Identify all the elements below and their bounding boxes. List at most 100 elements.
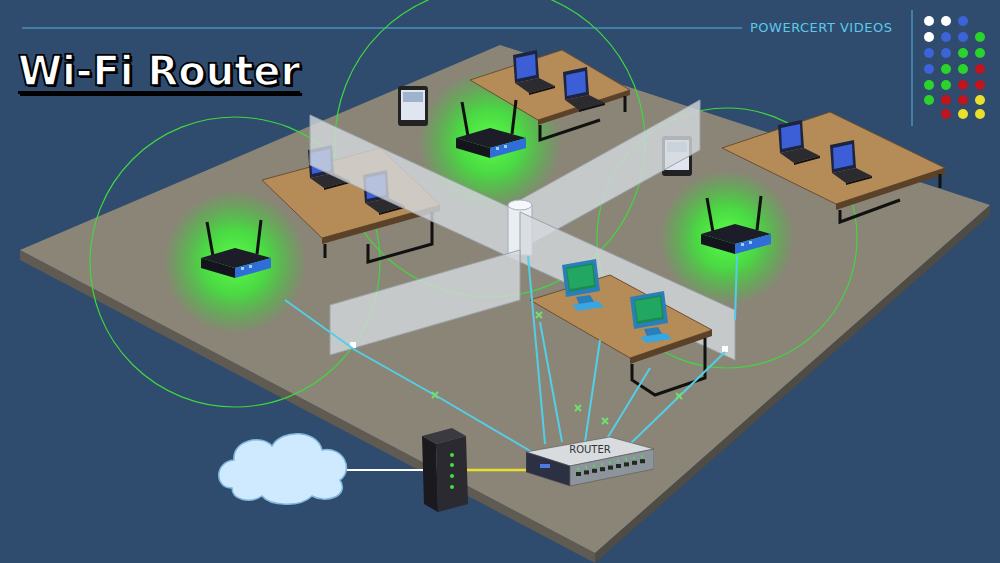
illustration-part [630, 330, 712, 364]
device-label: ROUTER [569, 444, 611, 455]
illustration-part [641, 455, 643, 457]
illustration-part [602, 418, 608, 424]
illustration-part [958, 16, 968, 26]
illustration-part [924, 48, 934, 58]
illustration-part [577, 468, 579, 470]
illustration-part [600, 467, 605, 471]
wifi-router [701, 196, 771, 254]
illustration-part [450, 474, 454, 478]
tablet [398, 86, 428, 126]
illustration-part [941, 48, 951, 58]
internet-cloud [219, 434, 347, 505]
illustration-part [975, 80, 985, 90]
illustration-part [722, 112, 945, 204]
illustration-part [20, 45, 990, 553]
illustration-part [436, 436, 468, 512]
illustration-part [630, 291, 672, 343]
illustration-part [958, 64, 968, 74]
illustration-part [924, 80, 934, 90]
illustration-part [585, 466, 587, 468]
illustration-part [540, 322, 562, 442]
desk [470, 50, 630, 140]
modem-cable [466, 469, 532, 472]
illustration-part [941, 109, 951, 119]
illustration-part [325, 212, 432, 262]
illustration-part [958, 48, 968, 58]
desk [530, 259, 712, 395]
illustration-part [958, 32, 968, 42]
illustration-part [562, 259, 604, 311]
illustration-part [530, 275, 712, 358]
wifi-router [456, 100, 526, 158]
illustration-part [924, 95, 934, 105]
illustration-part [640, 459, 645, 463]
illustration-part [584, 470, 589, 474]
illustration-part [285, 300, 532, 452]
illustration-part [778, 120, 820, 165]
desk [722, 112, 945, 222]
illustration-part [676, 393, 682, 399]
illustration-part [941, 80, 951, 90]
illustration-part [975, 48, 985, 58]
illustration-part [593, 465, 595, 467]
illustration-part [601, 463, 603, 465]
illustration-part [470, 50, 630, 120]
illustration-part [924, 64, 934, 74]
illustration-part [975, 109, 985, 119]
illustration-part [975, 32, 985, 42]
illustration-part [958, 95, 968, 105]
illustration-part [563, 67, 605, 112]
illustration-part [616, 464, 621, 468]
illustration-part [526, 452, 570, 486]
modem [422, 428, 468, 512]
illustration-part [941, 95, 951, 105]
illustration-part [22, 28, 742, 29]
illustration-part [924, 16, 934, 26]
cable-marker [432, 312, 682, 424]
illustration-part [633, 457, 635, 459]
illustration-part [632, 461, 637, 465]
illustration-part [585, 340, 600, 442]
illustration-part [536, 312, 542, 318]
illustration-part [450, 453, 454, 457]
illustration-part [941, 64, 951, 74]
illustration-part [628, 352, 725, 446]
wifi-router [201, 220, 271, 278]
illustration-part [450, 463, 454, 467]
illustration-part [830, 140, 872, 185]
illustration-part [975, 64, 985, 74]
illustration-part [722, 346, 728, 352]
illustration-part [958, 109, 968, 119]
illustration-part [609, 462, 611, 464]
network-cable [285, 255, 737, 452]
illustration-part [540, 464, 550, 468]
illustration-part [450, 485, 454, 489]
logo-dots [924, 16, 985, 119]
illustration-part [528, 256, 545, 444]
illustration-part [912, 10, 913, 126]
office-floor [20, 45, 990, 563]
illustration-part [575, 405, 581, 411]
illustration-part [924, 32, 934, 42]
illustration-part [941, 32, 951, 42]
illustration-part [625, 458, 627, 460]
illustration-part [513, 50, 555, 95]
illustration-part [975, 95, 985, 105]
illustration-part [958, 80, 968, 90]
illustration-part [330, 250, 520, 355]
illustration-part [608, 466, 613, 470]
illustration-part [163, 190, 307, 334]
illustration-part [508, 200, 532, 210]
illustration-part [576, 472, 581, 476]
illustration-part [941, 16, 951, 26]
illustration-part [432, 392, 438, 398]
illustration-part [617, 460, 619, 462]
illustration-part [422, 436, 438, 512]
internet-cable [346, 469, 426, 471]
watermark: POWERCERT VIDEOS [750, 20, 892, 35]
router-device: ROUTER [526, 436, 654, 492]
illustration-part [735, 255, 737, 320]
partition-wall [310, 100, 735, 360]
illustration-part [624, 462, 629, 466]
illustration-part [632, 338, 705, 395]
